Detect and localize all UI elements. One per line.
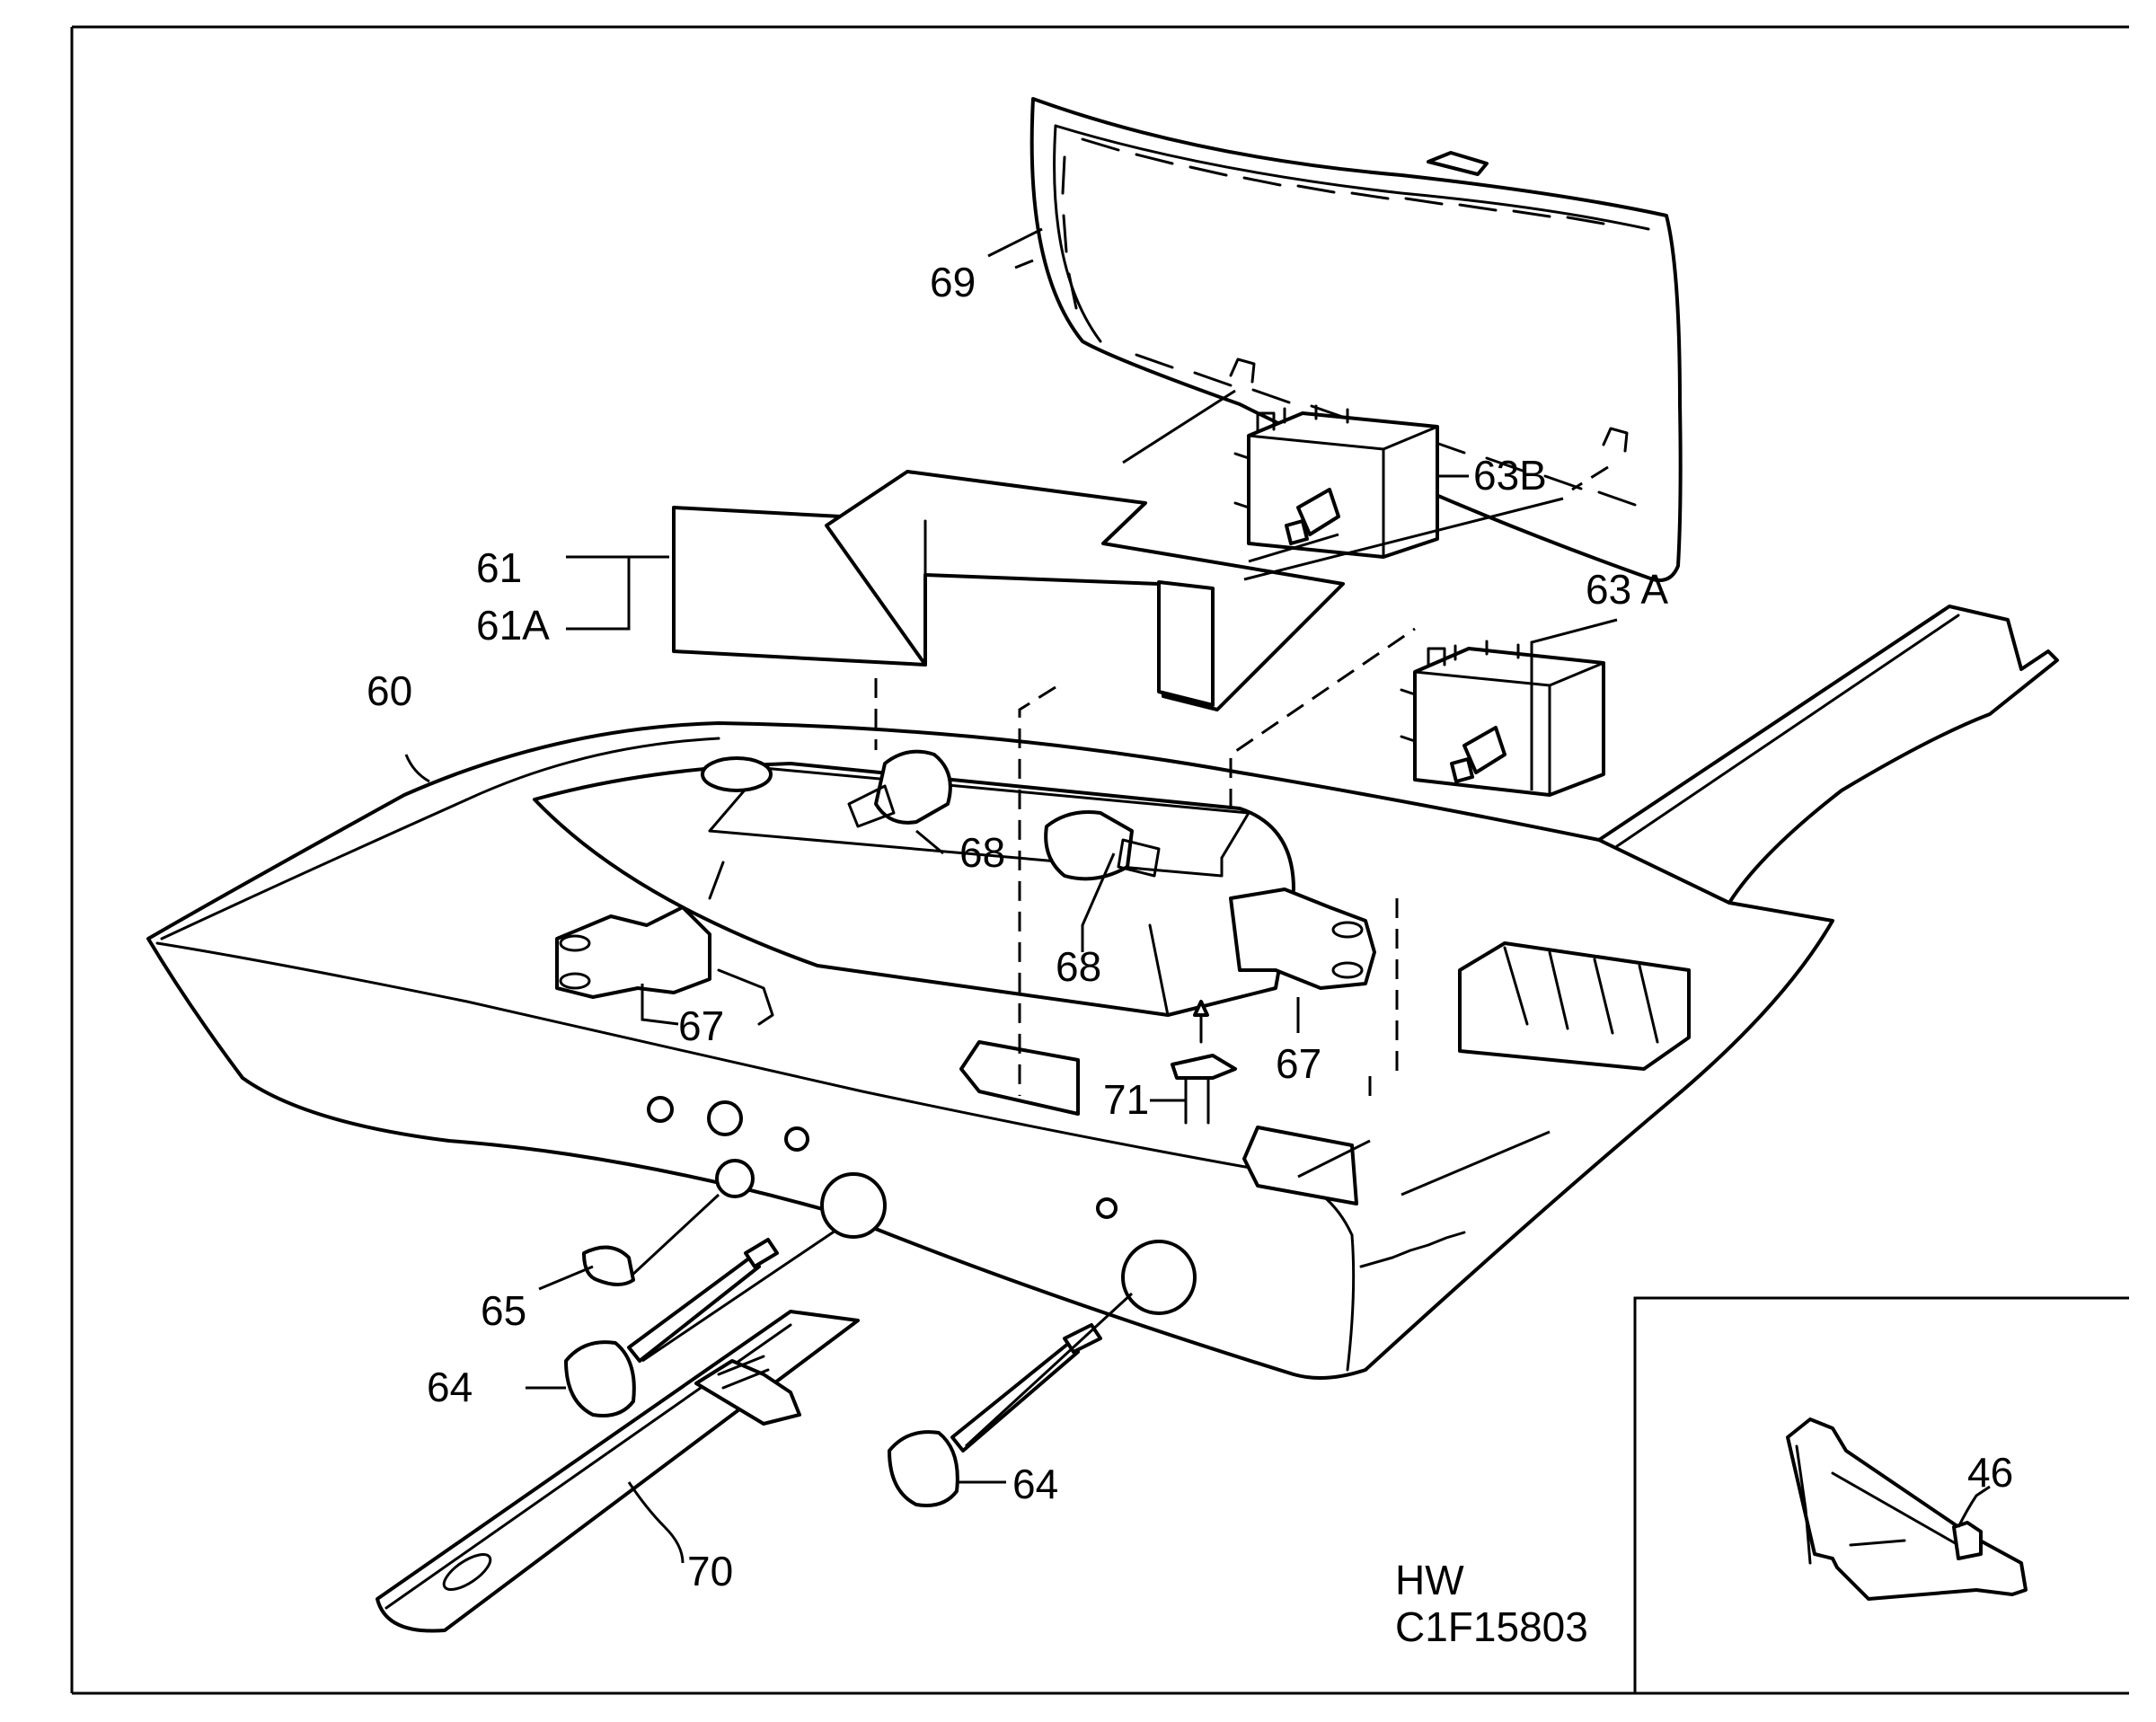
part-65-cap bbox=[582, 1245, 635, 1286]
label-67-left: 67 bbox=[678, 1002, 724, 1049]
part-61-insulation bbox=[672, 470, 1345, 711]
inset-frame bbox=[1633, 1296, 2129, 1693]
label-69: 69 bbox=[930, 259, 976, 305]
part-63a-switch bbox=[1400, 640, 1605, 797]
label-71: 71 bbox=[1103, 1076, 1149, 1123]
part-67-lamp-holder-right bbox=[1229, 887, 1376, 990]
part-69-cover bbox=[1029, 97, 1683, 582]
label-61a: 61A bbox=[476, 602, 550, 649]
label-68-lower: 68 bbox=[1056, 943, 1101, 990]
label-60: 60 bbox=[367, 667, 412, 714]
part-67-lamp-holder-left bbox=[555, 861, 774, 1026]
label-63b: 63B bbox=[1473, 452, 1547, 499]
label-67-right: 67 bbox=[1276, 1040, 1321, 1087]
label-64-left: 64 bbox=[427, 1364, 473, 1410]
part-labels: 69 63B 61 61A 63 A 60 68 68 67 67 71 65 … bbox=[367, 259, 2013, 1594]
part-64-knob-left bbox=[564, 1238, 779, 1417]
label-61: 61 bbox=[476, 544, 522, 591]
drawing-code-line1: HW bbox=[1395, 1557, 1464, 1603]
leader-lines bbox=[404, 227, 1991, 1564]
part-60-housing bbox=[146, 605, 2059, 1380]
label-65: 65 bbox=[481, 1287, 526, 1334]
drawing-code: HW C1F15803 bbox=[1395, 1557, 1588, 1650]
part-68-bulb-upper bbox=[847, 749, 952, 828]
label-64-right: 64 bbox=[1012, 1461, 1058, 1507]
label-70: 70 bbox=[687, 1548, 733, 1594]
part-70-slider bbox=[376, 1310, 860, 1633]
assembly-dashed-lines bbox=[874, 465, 1609, 1096]
part-63b-switch bbox=[1233, 404, 1439, 559]
drawing-frame bbox=[70, 25, 2129, 1695]
part-64-knob-right bbox=[888, 1323, 1102, 1507]
drawing-code-line2: C1F15803 bbox=[1395, 1603, 1588, 1650]
label-46: 46 bbox=[1967, 1449, 2013, 1496]
label-68-upper: 68 bbox=[959, 829, 1005, 876]
label-63a: 63 A bbox=[1586, 566, 1668, 613]
part-46-switch-bracket bbox=[1786, 1417, 2028, 1601]
